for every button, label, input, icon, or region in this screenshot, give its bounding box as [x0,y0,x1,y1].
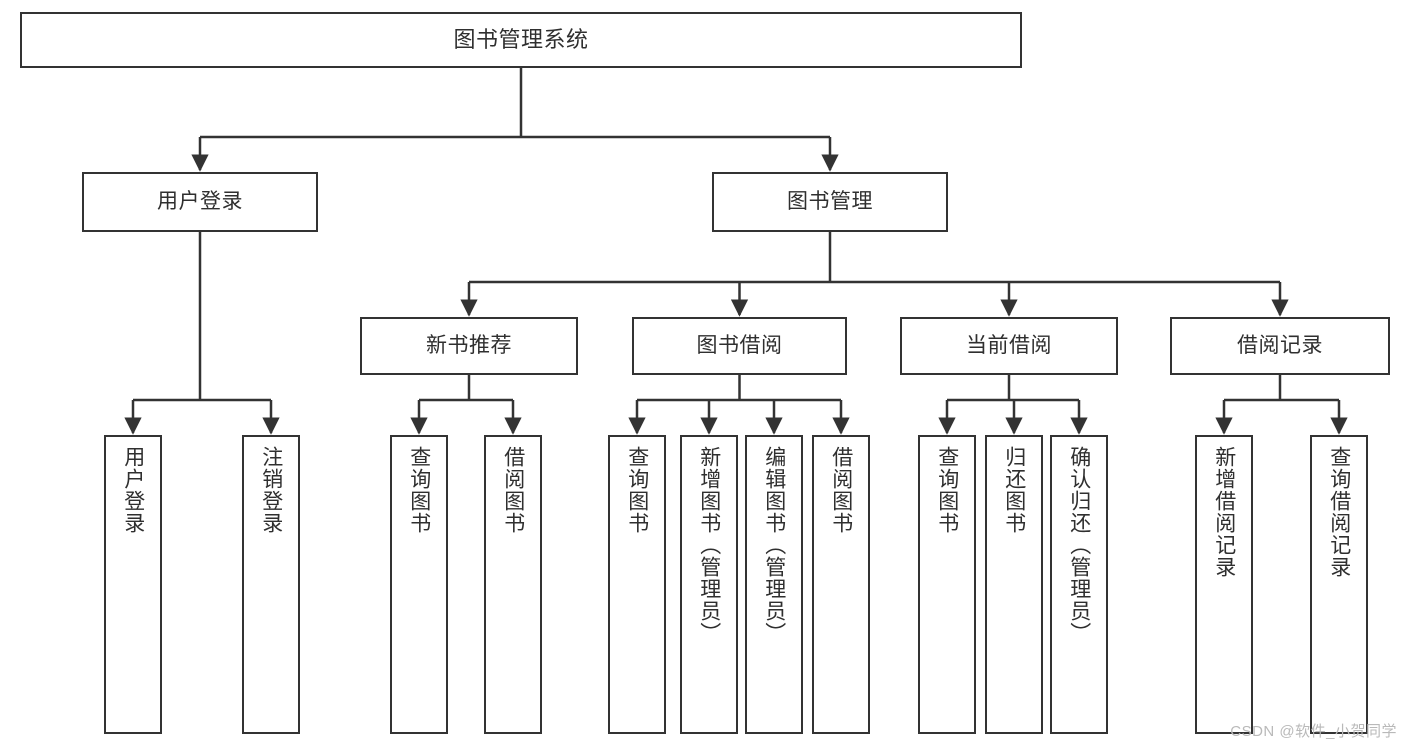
node-label: 图书借阅 [696,333,783,357]
node-label: 注销登录 [259,446,283,534]
node-label: 借阅图书 [829,446,853,534]
node-l4[interactable]: 借阅图书 [484,435,542,734]
node-l9[interactable]: 查询图书 [918,435,976,734]
node-records[interactable]: 借阅记录 [1170,317,1390,375]
node-label: 确认归还（管理员） [1067,446,1091,644]
node-label: 用户登录 [121,446,145,534]
node-label: 新书推荐 [426,333,512,357]
node-label: 查询借阅记录 [1327,446,1351,578]
node-borrow[interactable]: 图书借阅 [632,317,847,375]
node-label: 编辑图书（管理员） [762,446,786,644]
node-l8[interactable]: 借阅图书 [812,435,870,734]
node-bookmgmt[interactable]: 图书管理 [712,172,948,232]
node-l6[interactable]: 新增图书（管理员） [680,435,738,734]
node-label: 新增图书（管理员） [697,446,721,644]
node-l1[interactable]: 用户登录 [104,435,162,734]
node-label: 图书管理 [787,189,873,213]
node-label: 借阅图书 [501,446,525,534]
node-root[interactable]: 图书管理系统 [20,12,1022,68]
node-label: 当前借阅 [966,333,1052,357]
node-label: 归还图书 [1002,446,1026,534]
watermark-label: CSDN @软件_小贺同学 [1230,723,1397,740]
node-label: 借阅记录 [1237,333,1323,357]
node-label: 查询图书 [625,446,649,534]
node-login[interactable]: 用户登录 [82,172,318,232]
node-l13[interactable]: 查询借阅记录 [1310,435,1368,734]
node-newbook[interactable]: 新书推荐 [360,317,578,375]
node-current[interactable]: 当前借阅 [900,317,1118,375]
node-l11[interactable]: 确认归还（管理员） [1050,435,1108,734]
node-l2[interactable]: 注销登录 [242,435,300,734]
node-label: 图书管理系统 [453,27,589,53]
node-label: 新增借阅记录 [1212,446,1236,578]
node-l10[interactable]: 归还图书 [985,435,1043,734]
node-l3[interactable]: 查询图书 [390,435,448,734]
node-label: 查询图书 [935,446,959,534]
node-label: 查询图书 [407,446,431,534]
node-l12[interactable]: 新增借阅记录 [1195,435,1253,734]
node-l7[interactable]: 编辑图书（管理员） [745,435,803,734]
node-label: 用户登录 [157,189,243,213]
node-l5[interactable]: 查询图书 [608,435,666,734]
